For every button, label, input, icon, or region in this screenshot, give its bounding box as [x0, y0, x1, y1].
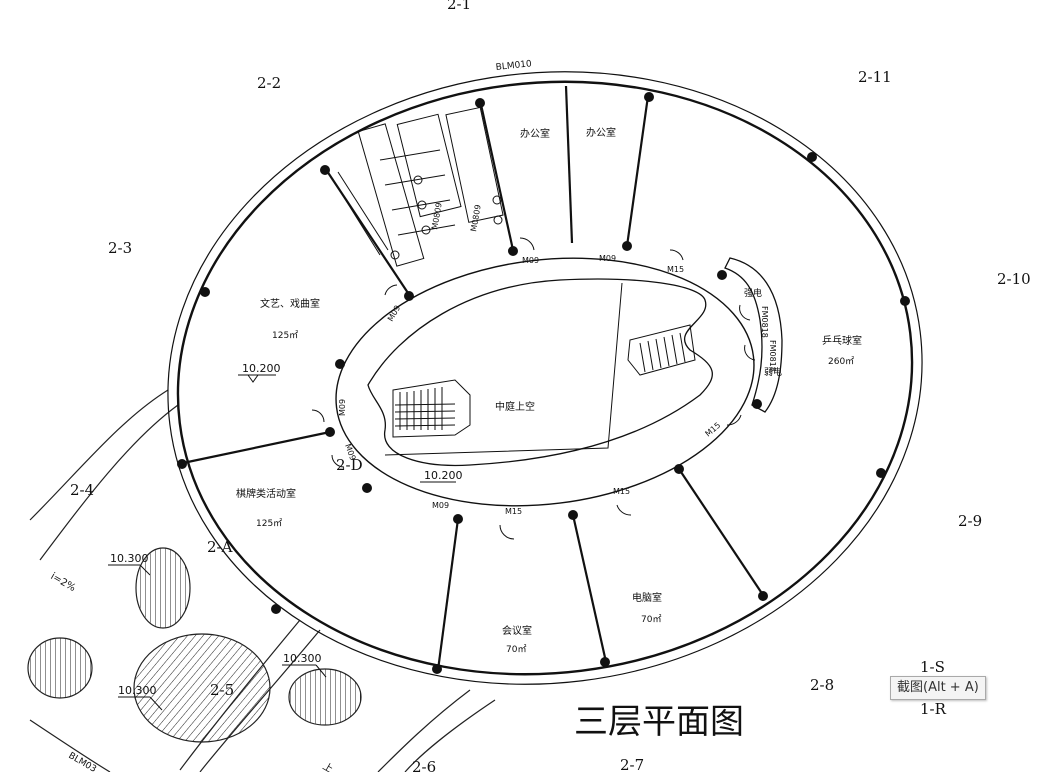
axis-2-1: 2-1 — [447, 0, 471, 13]
toilet-block — [329, 106, 504, 267]
door-fm: FM0818 — [760, 306, 769, 338]
screenshot-tooltip: 截图(Alt + A) — [890, 676, 986, 700]
atrium-label: 中庭上空 — [495, 400, 535, 413]
door-fm: FM0818 — [768, 340, 777, 372]
door-jm: M0809 — [430, 202, 444, 230]
door-jm: M0809 — [469, 204, 483, 232]
room-chess: 棋牌类活动室 — [236, 487, 296, 500]
elevation-marks — [108, 374, 456, 711]
axis-2-5: 2-5 — [210, 681, 234, 699]
planter — [288, 668, 362, 726]
room-meeting: 会议室 — [502, 624, 532, 637]
room-office-1: 办公室 — [520, 127, 550, 140]
door-m15: M15 — [505, 507, 522, 516]
slope-mark: i=2% — [49, 571, 78, 594]
room-chess-area: 125㎡ — [256, 518, 282, 529]
planter — [27, 637, 93, 699]
axis-2-8: 2-8 — [810, 676, 834, 694]
axis-2-11: 2-11 — [858, 68, 892, 86]
room-computer: 电脑室 — [632, 591, 662, 604]
drawing-title: 三层平面图 — [574, 702, 744, 742]
axis-2-2: 2-2 — [257, 74, 281, 92]
elevation-4: 10.300 — [283, 652, 322, 665]
axis-2-3: 2-3 — [108, 239, 132, 257]
room-arts-area: 125㎡ — [272, 330, 298, 341]
stair-up-mark: 上 — [321, 760, 336, 772]
door-blm010: BLM010 — [495, 59, 532, 73]
planter — [133, 633, 271, 743]
room-weak-current: 弱电 — [764, 366, 782, 378]
door-m09: M09 — [386, 304, 402, 323]
room-table-tennis-area: 260㎡ — [828, 356, 854, 367]
elevation-3: 10.300 — [110, 552, 149, 565]
door-m09: M09 — [338, 399, 347, 416]
axis-2-A: 2-A — [207, 538, 233, 556]
room-strong-current: 强电 — [744, 287, 762, 299]
axis-2-4: 2-4 — [70, 481, 94, 499]
axis-2-9: 2-9 — [958, 512, 982, 530]
axis-2-D: 2-D — [336, 456, 363, 474]
room-office-2: 办公室 — [586, 126, 616, 139]
axis-1-R: 1-R — [920, 700, 947, 718]
room-meeting-area: 70㎡ — [506, 644, 526, 655]
stair-left — [392, 379, 471, 438]
atrium-void — [367, 278, 713, 467]
door-m15: M15 — [613, 487, 630, 496]
door-m09: M09 — [522, 256, 539, 265]
door-m15: M15 — [667, 265, 684, 274]
door-m09: M09 — [432, 501, 449, 510]
partition-walls — [182, 85, 764, 671]
building-outline — [167, 71, 923, 685]
door-m09: M09 — [599, 254, 616, 263]
stair-right — [627, 324, 696, 376]
elevation-5: 10.300 — [118, 684, 157, 697]
axis-2-7: 2-7 — [620, 756, 644, 772]
room-arts: 文艺、戏曲室 — [260, 297, 320, 310]
axis-2-6: 2-6 — [412, 758, 436, 772]
door-swings — [311, 237, 756, 540]
room-computer-area: 70㎡ — [641, 614, 661, 625]
room-table-tennis: 乒乓球室 — [822, 334, 862, 347]
axis-1-S: 1-S — [920, 658, 945, 676]
atrium-diagonal — [384, 282, 623, 456]
axis-2-10: 2-10 — [997, 270, 1031, 288]
columns — [177, 92, 910, 674]
elevation-2: 10.200 — [424, 469, 463, 482]
electrical-room — [724, 257, 783, 413]
elevation-1: 10.200 — [242, 362, 281, 375]
planter — [135, 547, 191, 629]
